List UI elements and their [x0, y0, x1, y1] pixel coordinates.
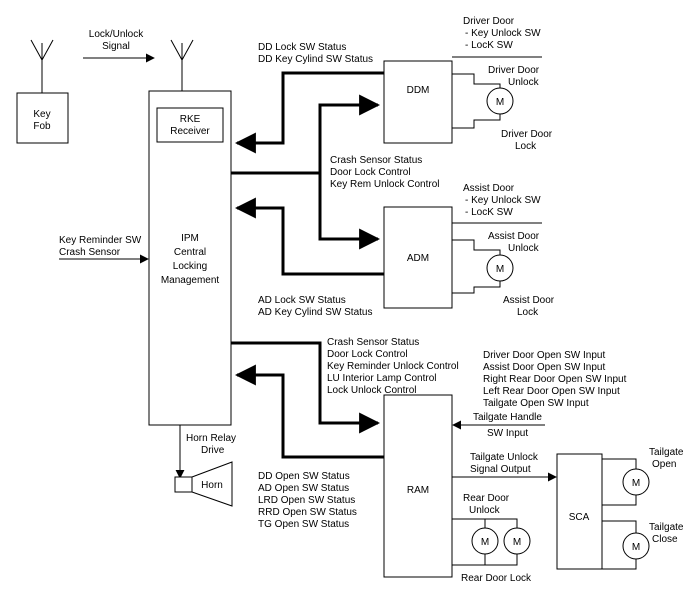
key-fob-label-2: Fob	[33, 121, 51, 132]
ram-ctrl-label-1: Crash Sensor Status	[327, 337, 419, 348]
assist-door-item-1: - Key Unlock SW	[465, 195, 541, 206]
crash-ctrl-label-1: Crash Sensor Status	[330, 155, 422, 166]
ram-status-label-2: AD Open SW Status	[258, 483, 349, 494]
sca-label: SCA	[569, 512, 590, 523]
rke-receiver-block	[156, 107, 224, 143]
ddm-label: DDM	[407, 85, 430, 96]
ram-label: RAM	[407, 485, 429, 496]
ipm-label-3: Locking	[173, 261, 207, 272]
ad-status-label-2: AD Key Cylind SW Status	[258, 307, 372, 318]
tailgate-handle-label-2: SW Input	[487, 428, 528, 439]
lock-unlock-signal-label-2: Signal	[102, 41, 130, 52]
dd-status-label-1: DD Lock SW Status	[258, 42, 346, 53]
driver-door-motor-label: M	[496, 97, 504, 108]
ddm-control-arrow	[231, 94, 381, 175]
assist-door-item-2: - LocK SW	[465, 207, 513, 218]
ram-ctrl-label-2: Door Lock Control	[327, 349, 408, 360]
tailgate-unlock-label-1: Tailgate Unlock	[470, 452, 539, 463]
driver-door-unlock-label-1: Driver Door	[488, 65, 540, 76]
tailgate-close-label-1: Tailgate	[649, 522, 684, 533]
rear-door-unlock-label-1: Rear Door	[463, 493, 510, 504]
tailgate-open-motor-label: M	[632, 478, 640, 489]
key-reminder-label-1: Key Reminder SW	[59, 235, 142, 246]
ipm-label-4: Management	[161, 275, 220, 286]
dd-status-label-2: DD Key Cylind SW Status	[258, 54, 373, 65]
ram-status-label-1: DD Open SW Status	[258, 471, 350, 482]
rear-inputs-label-1: Driver Door Open SW Input	[483, 350, 605, 361]
horn-label: Horn	[201, 480, 223, 491]
horn-relay-label-2: Drive	[201, 445, 225, 456]
ram-ctrl-label-3: Key Reminder Unlock Control	[327, 361, 459, 372]
driver-door-unlock-label-2: Unlock	[508, 77, 540, 88]
rear-door-motor-right-label: M	[513, 537, 521, 548]
horn-icon	[174, 461, 233, 507]
assist-door-unlock-label-1: Assist Door	[488, 231, 540, 242]
ram-control-arrow	[231, 341, 381, 434]
tailgate-open-label-1: Tailgate	[649, 447, 684, 458]
driver-door-lock-label-2: Lock	[515, 141, 537, 152]
rear-inputs-label-4: Left Rear Door Open SW Input	[483, 386, 620, 397]
dd-status-arrow	[234, 71, 384, 154]
rear-inputs-label-3: Right Rear Door Open SW Input	[483, 374, 627, 385]
rear-door-motor-left-label: M	[481, 537, 489, 548]
ram-status-arrow	[234, 364, 384, 459]
horn-relay-label-1: Horn Relay	[186, 433, 236, 444]
ram-ctrl-label-4: LU Interior Lamp Control	[327, 373, 437, 384]
rear-door-unlock-label-2: Unlock	[469, 505, 501, 516]
ipm-label-2: Central	[174, 247, 206, 258]
driver-door-lock-label-1: Driver Door	[501, 129, 553, 140]
rear-door-lock-label: Rear Door Lock	[461, 573, 532, 584]
ram-status-label-5: TG Open SW Status	[258, 519, 349, 530]
rear-inputs-label-5: Tailgate Open SW Input	[483, 398, 589, 409]
crash-ctrl-label-3: Key Rem Unlock Control	[330, 179, 439, 190]
rke-label-1: RKE	[180, 114, 201, 125]
key-reminder-label-2: Crash Sensor	[59, 247, 121, 258]
ipm-label-1: IPM	[181, 233, 199, 244]
key-fob-antenna-icon	[30, 39, 54, 93]
adm-label: ADM	[407, 253, 429, 264]
ram-status-label-3: LRD Open SW Status	[258, 495, 355, 506]
rear-inputs-label-2: Assist Door Open SW Input	[483, 362, 605, 373]
crash-ctrl-label-2: Door Lock Control	[330, 167, 411, 178]
adm-block	[383, 206, 453, 309]
tailgate-unlock-label-2: Signal Output	[470, 464, 531, 475]
ad-status-arrow	[234, 197, 384, 276]
adm-control-arrow	[318, 173, 381, 250]
tailgate-open-label-2: Open	[652, 459, 676, 470]
rke-label-2: Receiver	[170, 126, 210, 137]
assist-door-lock-label-1: Assist Door	[503, 295, 555, 306]
ad-status-label-1: AD Lock SW Status	[258, 295, 346, 306]
assist-door-motor-label: M	[496, 264, 504, 275]
driver-door-title: Driver Door	[463, 16, 515, 27]
key-fob-label-1: Key	[33, 109, 50, 120]
assist-door-lock-label-2: Lock	[517, 307, 539, 318]
sca-block	[556, 453, 603, 570]
ram-status-label-4: RRD Open SW Status	[258, 507, 357, 518]
ram-block	[383, 394, 453, 578]
key-fob-block	[16, 92, 69, 144]
tailgate-close-label-2: Close	[652, 534, 678, 545]
assist-door-unlock-label-2: Unlock	[508, 243, 540, 254]
ram-ctrl-label-5: Lock Unlock Control	[327, 385, 416, 396]
lock-unlock-signal-label-1: Lock/Unlock	[89, 29, 144, 40]
ipm-block	[148, 90, 232, 426]
tailgate-handle-label-1: Tailgate Handle	[473, 412, 542, 423]
ddm-block	[383, 60, 453, 144]
driver-door-item-1: - Key Unlock SW	[465, 28, 541, 39]
tailgate-close-motor-label: M	[632, 542, 640, 553]
driver-door-item-2: - LocK SW	[465, 40, 513, 51]
assist-door-title: Assist Door	[463, 183, 515, 194]
